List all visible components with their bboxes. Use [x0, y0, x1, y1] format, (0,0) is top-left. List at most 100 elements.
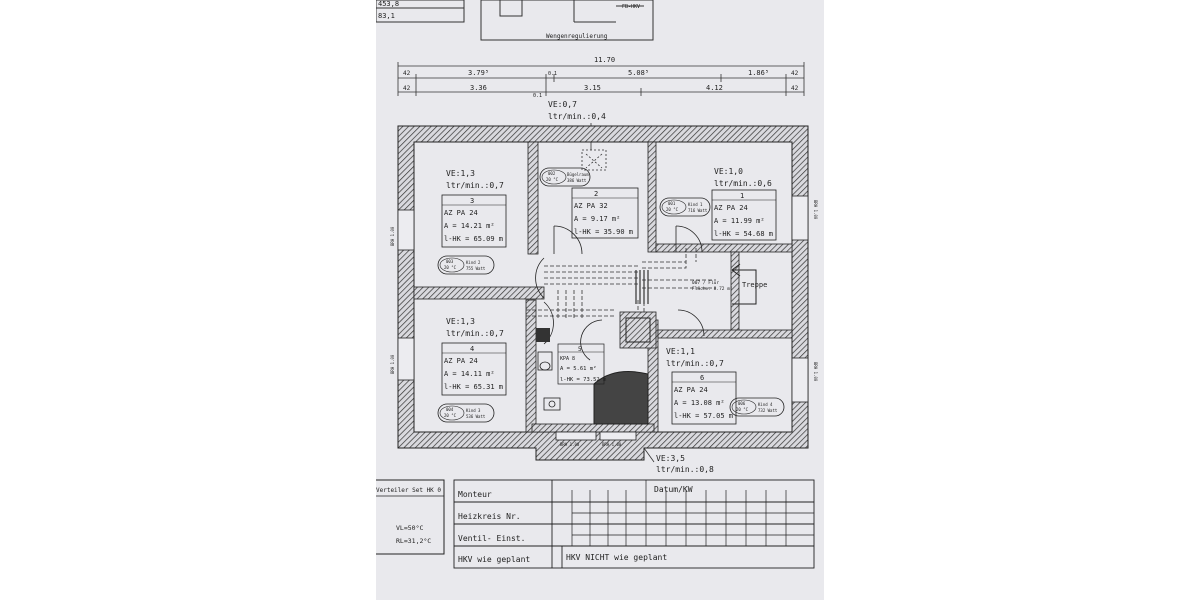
bottom-ve-label: VE:3,5	[656, 454, 685, 463]
table-row-monteur: Monteur	[458, 490, 492, 499]
sink	[543, 397, 561, 411]
room-2-type: AZ PA 32	[574, 202, 608, 210]
room-1-tag-temp: 20 °C	[666, 207, 679, 212]
window-label-1: BRH 1.00	[390, 226, 395, 246]
room-5-number: 5	[578, 346, 582, 353]
table-date-label: Datum/KW	[654, 485, 693, 494]
room-6-tag: 006 20 °C Kind 4 732 Watt	[729, 397, 785, 417]
door-swings	[535, 225, 705, 361]
room-3-tag-no: 003	[446, 259, 454, 264]
dim-row2-d: 4.12	[706, 84, 723, 92]
hall-tag-line1: 007 / Flur	[692, 280, 719, 286]
distributor-title: Verteiler Set HK 0	[376, 487, 441, 494]
room-1-info-box: 1 AZ PA 24 A = 11.99 m² l-HK = 54.68 m	[711, 189, 777, 241]
room-3-number: 3	[470, 197, 474, 205]
distributor-vl: VL=50°C	[396, 524, 423, 532]
toilet	[537, 351, 553, 371]
top-ve-label: VE:0,7	[548, 100, 577, 109]
ceiling-vent	[581, 149, 607, 171]
room-2-tag-name: Bügelraum	[567, 172, 589, 177]
room-5-info-box: 5 KPA 8 A = 5.61 m² l-HK = 73.52 m	[557, 343, 607, 385]
room-3-type: AZ PA 24	[444, 209, 478, 217]
room-3-length: l-HK = 65.09 m	[444, 235, 503, 243]
room-1-type: AZ PA 24	[714, 204, 748, 212]
room-1-number: 1	[740, 192, 744, 200]
detail-label: FB-HKV	[622, 4, 640, 10]
top-flow-label: ltr/min.:0,4	[548, 112, 606, 121]
room-4-flow: ltr/min.:0,7	[446, 329, 504, 338]
room-4-type: AZ PA 24	[444, 357, 478, 365]
room-3-flow: ltr/min.:0,7	[446, 181, 504, 190]
room-3-tag-name: Kind 2	[466, 260, 481, 265]
room-3-ve: VE:1,3	[446, 169, 475, 178]
dim-row2-a: 42	[403, 85, 411, 92]
area-value-2: 83,1	[378, 12, 395, 20]
room-5-type: KPA 8	[560, 356, 575, 362]
room-4-length: l-HK = 65.31 m	[444, 383, 503, 391]
dim-row2-e: 42	[791, 85, 799, 92]
bottom-flow-label: ltr/min.:0,8	[656, 465, 714, 474]
installer-table	[453, 479, 815, 569]
window-label-5: BRH 1.00	[560, 442, 580, 447]
dim-row1-e: 42	[791, 70, 799, 77]
room-6-info-box: 6 AZ PA 24 A = 13.08 m² l-HK = 57.05 m	[671, 371, 737, 425]
room-6-flow: ltr/min.:0,7	[666, 359, 724, 368]
window-label-6: BRH 1.00	[602, 442, 622, 447]
room-1-tag: 001 20 °C Kind 1 716 Watt	[659, 197, 711, 217]
room-3-tag: 003 20 °C Kind 2 755 Watt	[437, 255, 495, 275]
table-row-heizkreis: Heizkreis Nr.	[458, 512, 521, 521]
room-4-info-box: 4 AZ PA 24 A = 14.11 m² l-HK = 65.31 m	[441, 342, 507, 396]
header-detail-box: FB-HKV Wengenregulierung	[480, 0, 654, 41]
room-6-number: 6	[700, 374, 704, 382]
room-4-tag-no: 004	[446, 407, 454, 412]
room-6-tag-watt: 732 Watt	[758, 408, 778, 413]
bathtub	[593, 371, 649, 425]
room-1-area: A = 11.99 m²	[714, 217, 765, 225]
room-4-tag-watt: 536 Watt	[466, 414, 486, 419]
room-5-area: A = 5.61 m²	[560, 365, 596, 372]
dim-row1-b: 3.79⁵	[468, 69, 489, 77]
table-row-ventil: Ventil- Einst.	[458, 534, 525, 543]
room-6-type: AZ PA 24	[674, 386, 708, 394]
dim-mid-mark-2: 0.1	[533, 93, 542, 99]
shower-tray	[536, 328, 550, 342]
room-3-tag-watt: 755 Watt	[466, 266, 486, 271]
table-not-planned: HKV NICHT wie geplant	[566, 553, 667, 562]
room-1-ve: VE:1,0	[714, 167, 743, 176]
room-6-tag-no: 006	[738, 401, 746, 406]
room-2-tag: 002 20 °C Bügelraum 386 Watt	[539, 167, 591, 187]
room-1-tag-no: 001	[668, 201, 676, 206]
dim-row1-a: 42	[403, 70, 411, 77]
room-1-tag-name: Kind 1	[688, 202, 703, 207]
dimension-total: 11.70	[594, 56, 615, 64]
room-4-ve: VE:1,3	[446, 317, 475, 326]
stairs-label: Treppe	[742, 281, 767, 289]
room-6-area: A = 13.08 m²	[674, 399, 725, 407]
floor-plan-sheet: 453,8 83,1 FB-HKV Wengenregulierung 11.7…	[376, 0, 824, 600]
room-5-length: l-HK = 73.52 m	[560, 377, 607, 383]
dim-row1-d: 1.86⁵	[748, 69, 769, 77]
room-3-area: A = 14.21 m²	[444, 222, 495, 230]
room-3-info-box: 3 AZ PA 24 A = 14.21 m² l-HK = 65.09 m	[441, 194, 507, 248]
room-6-tag-temp: 20 °C	[736, 407, 749, 412]
room-3-tag-temp: 20 °C	[444, 265, 457, 270]
room-4-number: 4	[470, 345, 474, 353]
table-row-hkv-planned: HKV wie geplant	[458, 555, 530, 564]
room-6-tag-name: Kind 4	[758, 402, 773, 407]
room-2-length: l-HK = 35.90 m	[574, 228, 633, 236]
room-1-length: l-HK = 54.68 m	[714, 230, 773, 238]
room-2-info-box: 2 AZ PA 32 A = 9.17 m² l-HK = 35.90 m	[571, 187, 639, 239]
room-6-length: l-HK = 57.05 m	[674, 412, 733, 420]
room-2-tag-no: 002	[548, 171, 556, 176]
installer-grid	[571, 480, 814, 546]
room-2-tag-watt: 386 Watt	[567, 178, 587, 183]
manifold-lines	[635, 270, 649, 304]
dim-row2-c: 3.15	[584, 84, 601, 92]
room-2-tag-temp: 20 °C	[546, 177, 559, 182]
room-2-number: 2	[594, 190, 598, 198]
distributor-box: Verteiler Set HK 0 VL=50°C RL=31,2°C	[376, 479, 445, 555]
room-1-flow: ltr/min.:0,6	[714, 179, 772, 188]
detail-caption: Wengenregulierung	[546, 33, 608, 40]
room-2-area: A = 9.17 m²	[574, 215, 620, 223]
room-4-tag-temp: 20 °C	[444, 413, 457, 418]
